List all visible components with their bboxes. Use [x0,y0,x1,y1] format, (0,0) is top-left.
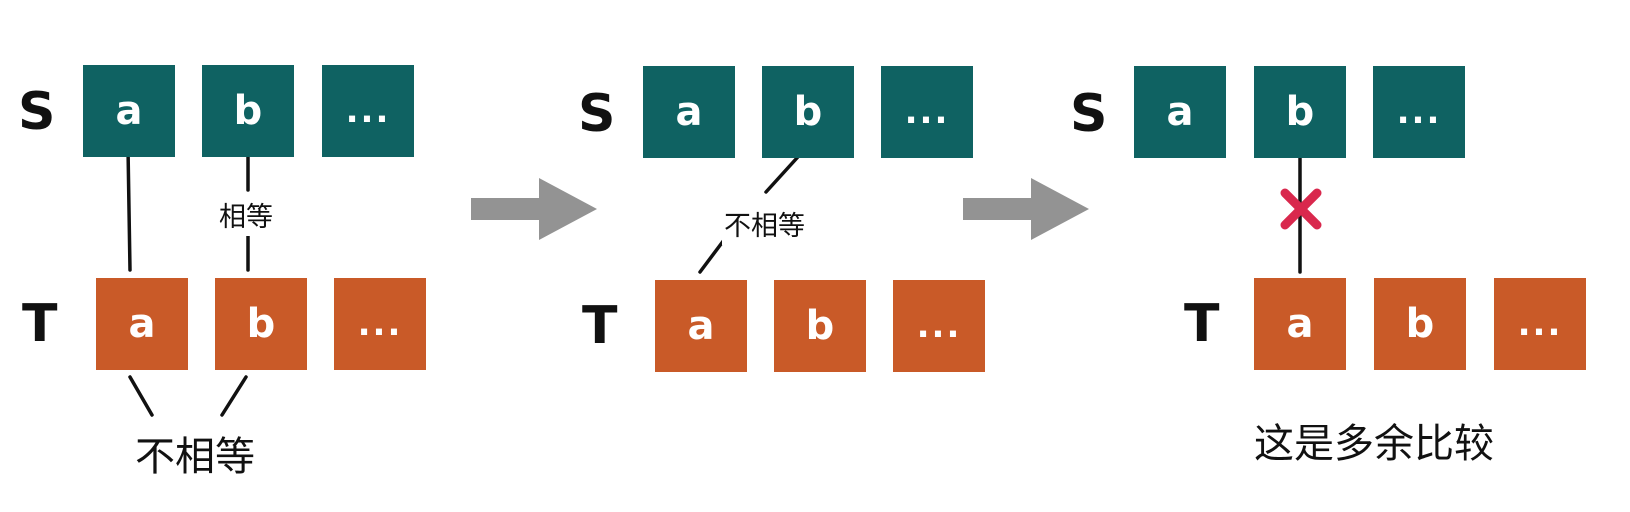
arrow-right-2 [963,178,1089,240]
p3-t-cell-a: a [1254,278,1346,370]
p1-s-cell-b: b [202,65,294,157]
p1-line-a [126,146,132,272]
p3-s-label: S [1070,84,1108,144]
p2-t-cell-ellipsis: ... [893,280,985,372]
p3-t-cell-b: b [1374,278,1466,370]
p2-t-label: T [582,296,618,356]
p1-line-left-diag [128,375,154,417]
p2-not-equal-label: 不相等 [722,202,807,245]
p3-t-label: T [1184,294,1220,354]
p1-line-right-diag [220,375,248,417]
p3-t-cell-ellipsis: ... [1494,278,1586,370]
p3-redundant-comparison-label: 这是多余比较 [1254,421,1494,467]
p2-s-label: S [578,84,616,144]
p1-s-cell-ellipsis: ... [322,65,414,157]
p1-t-label: T [22,294,58,354]
p2-t-cell-a: a [655,280,747,372]
p2-s-cell-b: b [762,66,854,158]
p1-s-cell-a: a [83,65,175,157]
cross-mark-icon [1280,188,1322,230]
p1-not-equal-label: 不相等 [135,434,255,480]
p2-s-cell-a: a [643,66,735,158]
p1-equal-label: 相等 [217,193,275,236]
p2-t-cell-b: b [774,280,866,372]
p3-s-cell-a: a [1134,66,1226,158]
p1-t-cell-a: a [96,278,188,370]
p3-s-cell-b: b [1254,66,1346,158]
p1-s-label: S [18,82,56,142]
p1-t-cell-b: b [215,278,307,370]
p2-diag-bottom [698,238,726,274]
p2-s-cell-ellipsis: ... [881,66,973,158]
p3-s-cell-ellipsis: ... [1373,66,1465,158]
arrow-right-1 [471,178,597,240]
p1-t-cell-ellipsis: ... [334,278,426,370]
